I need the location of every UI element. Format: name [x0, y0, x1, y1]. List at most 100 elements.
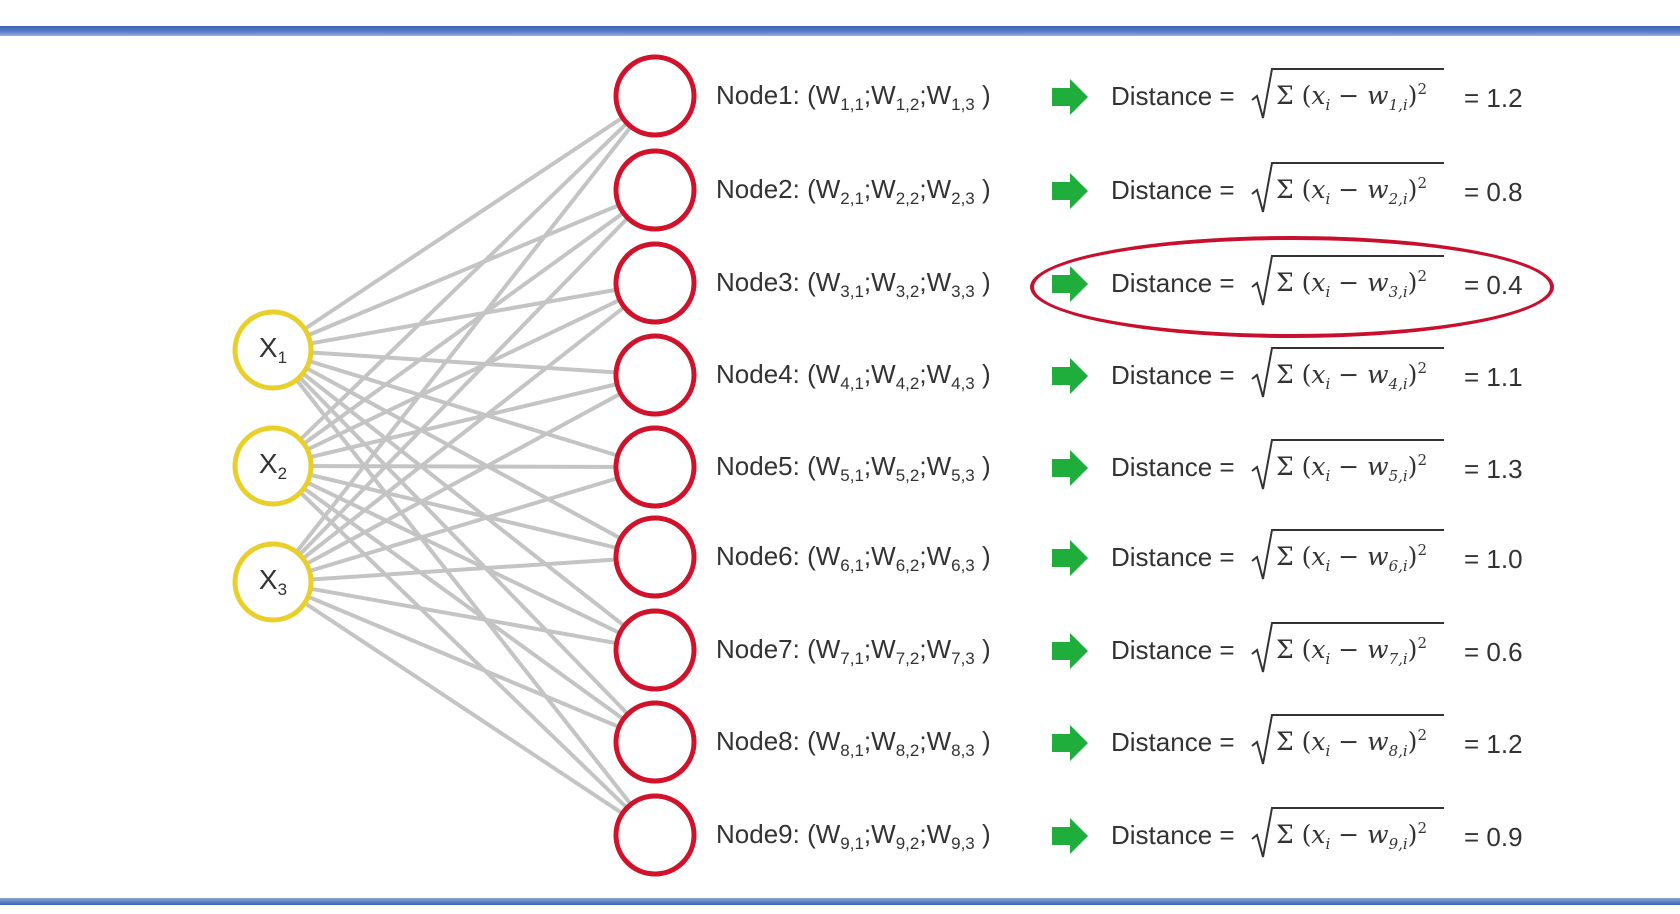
- separator: ;: [919, 819, 927, 849]
- formula-body: Σ (xi − w1,i)2: [1276, 80, 1427, 114]
- subscript: 5,i: [1388, 467, 1408, 485]
- connection-line: [271, 188, 657, 468]
- distance-label: Distance =: [1111, 727, 1235, 757]
- subscript: 9,1: [840, 834, 864, 853]
- separator: ;: [919, 80, 927, 110]
- arrow-right-icon: [1052, 725, 1088, 761]
- weight-symbol: W: [871, 726, 896, 756]
- output-node-9: [613, 793, 697, 877]
- input-node-1: [232, 309, 314, 391]
- weight-symbol: W: [926, 541, 952, 571]
- subscript: 9,i: [1388, 835, 1408, 853]
- paren: ): [1407, 727, 1418, 756]
- node-weight-label: Node2: (W2,1;W2,2;W2,3 ): [716, 176, 991, 207]
- subscript: 2,3: [951, 189, 975, 208]
- best-match-highlight: [1030, 236, 1554, 338]
- separator: ): [974, 541, 991, 571]
- arrow-shape: [1052, 540, 1088, 576]
- connection-line: [272, 348, 656, 559]
- square-root-icon: [1251, 714, 1444, 765]
- connection-line: [272, 373, 656, 468]
- separator: ;: [919, 359, 927, 389]
- weight-symbol: W: [815, 634, 841, 664]
- paren: ): [1407, 81, 1418, 110]
- separator: ): [974, 634, 991, 664]
- subscript: 4,3: [951, 374, 975, 393]
- node-weight-label: Node6: (W6,1;W6,2;W6,3 ): [716, 543, 991, 574]
- distance-formula: Σ (xi − w5,i)2: [1250, 437, 1445, 493]
- square-root-icon: [1251, 162, 1444, 213]
- weight-symbol: W: [926, 80, 952, 110]
- weight-symbol: W: [871, 451, 896, 481]
- weight-symbol: W: [926, 726, 952, 756]
- w-var: w: [1367, 81, 1389, 110]
- separator: ;: [863, 726, 872, 756]
- subscript: 3: [277, 580, 288, 599]
- subscript: 6,1: [840, 556, 864, 575]
- radical-sign: [1251, 439, 1444, 490]
- radical-sign: [1251, 68, 1444, 119]
- superscript: 2: [1417, 819, 1427, 837]
- sum-symbol: Σ (: [1276, 360, 1312, 389]
- input-var: X: [258, 332, 278, 363]
- subscript: 4,2: [895, 374, 920, 393]
- formula-body: Σ (xi − w8,i)2: [1276, 726, 1427, 760]
- weight-symbol: W: [815, 174, 841, 204]
- formula-body: Σ (xi − w2,i)2: [1276, 174, 1427, 208]
- node-name: Node3: (: [716, 267, 816, 297]
- superscript: 2: [1417, 80, 1427, 98]
- input-var: X: [258, 448, 278, 479]
- node-weight-label: Node1: (W1,1;W1,2;W1,3 ): [716, 82, 991, 113]
- subscript: i: [1325, 467, 1331, 485]
- subscript: 9,3: [951, 834, 975, 853]
- connection-line: [272, 464, 656, 652]
- x-var: x: [1311, 360, 1326, 389]
- x-var: x: [1311, 175, 1326, 204]
- paren: ): [1407, 820, 1418, 849]
- subscript: 3,2: [895, 282, 920, 301]
- node-weight-label: Node3: (W3,1;W3,2;W3,3 ): [716, 269, 991, 300]
- formula-body: Σ (xi − w6,i)2: [1276, 541, 1427, 575]
- distance-value: = 1.2: [1464, 83, 1523, 113]
- node-name: Node9: (: [716, 819, 816, 849]
- output-node-4: [613, 333, 697, 417]
- weight-symbol: W: [815, 359, 841, 389]
- separator: ;: [919, 634, 927, 664]
- node-name: Node5: (: [716, 451, 816, 481]
- connection-line: [272, 464, 656, 559]
- separator: ;: [919, 726, 927, 756]
- subscript: 7,3: [951, 649, 975, 668]
- connection-line: [272, 580, 656, 652]
- paren: ): [1407, 542, 1418, 571]
- subscript: 2,i: [1388, 190, 1408, 208]
- weight-symbol: W: [926, 174, 952, 204]
- subscript: 8,2: [895, 741, 920, 760]
- separator: ;: [863, 80, 872, 110]
- distance-formula: Σ (xi − w9,i)2: [1250, 805, 1445, 861]
- w-var: w: [1367, 360, 1389, 389]
- input-label-2: X2: [243, 448, 303, 483]
- subscript: 8,1: [840, 741, 864, 760]
- distance-label: Distance =: [1111, 81, 1235, 111]
- sum-symbol: Σ (: [1276, 452, 1312, 481]
- distance-label: Distance =: [1111, 175, 1235, 205]
- arrow-right-icon: [1052, 358, 1088, 394]
- subscript: 1,1: [840, 95, 864, 114]
- radical-sign: [1251, 347, 1444, 398]
- weight-symbol: W: [871, 359, 896, 389]
- x-var: x: [1311, 452, 1326, 481]
- weight-symbol: W: [926, 359, 952, 389]
- minus-sign: −: [1330, 727, 1368, 756]
- weight-symbol: W: [871, 174, 896, 204]
- weight-symbol: W: [815, 819, 841, 849]
- node-name: Node4: (: [716, 359, 816, 389]
- superscript: 2: [1417, 726, 1427, 744]
- subscript: 1: [277, 348, 288, 367]
- weight-symbol: W: [926, 267, 952, 297]
- input-label-1: X1: [243, 332, 303, 367]
- square-root-icon: [1251, 439, 1444, 490]
- subscript: 6,i: [1388, 557, 1408, 575]
- subscript: 8,3: [951, 741, 975, 760]
- radical-sign: [1251, 529, 1444, 580]
